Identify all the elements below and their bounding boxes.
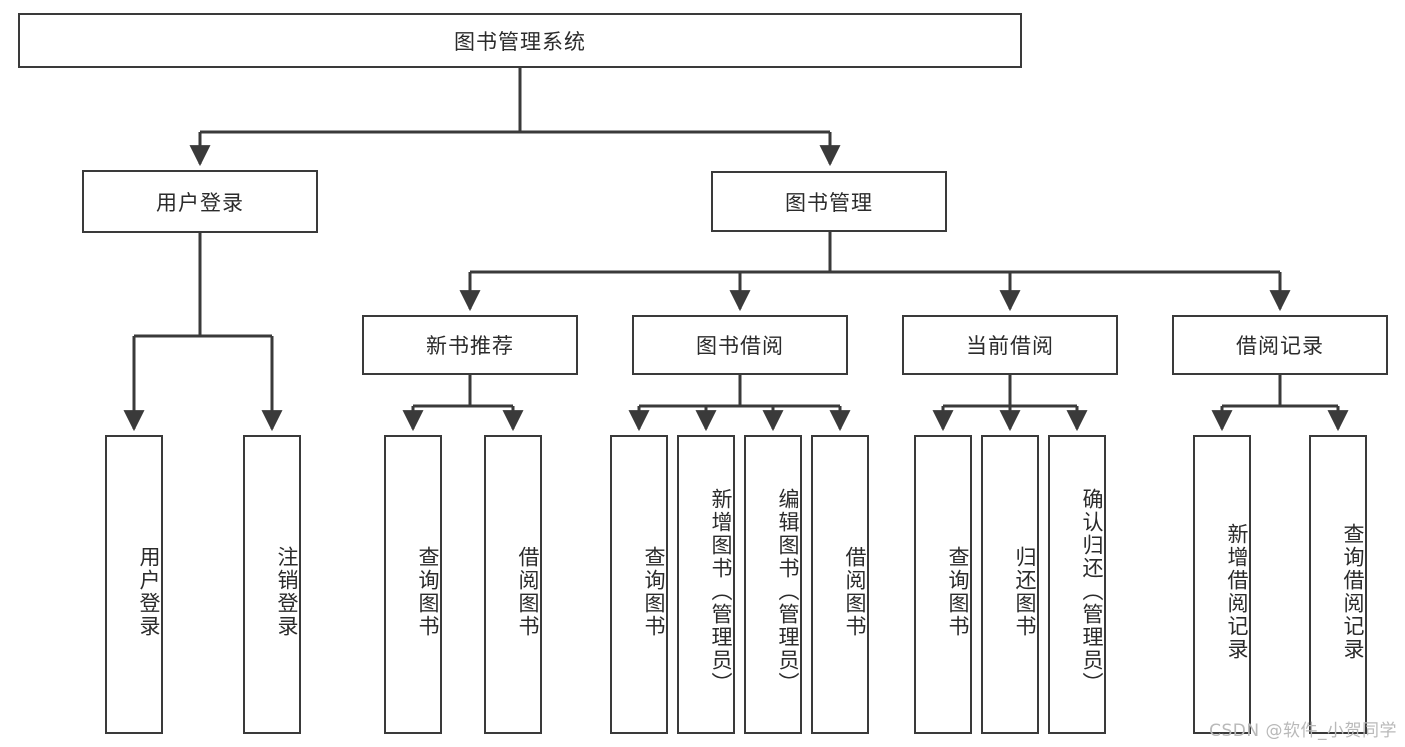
node-label: 新增图书（管理员）	[709, 488, 733, 695]
node-root-system[interactable]: 图书管理系统	[18, 13, 1022, 68]
node-label: 新增借阅记录	[1225, 522, 1249, 661]
node-label: 借阅图书	[843, 545, 867, 638]
node-book-management[interactable]: 图书管理	[711, 171, 947, 232]
leaf-query-book-borrow[interactable]: 查询图书	[610, 435, 668, 734]
node-label: 借阅图书	[516, 545, 540, 638]
node-label: 用户登录	[137, 545, 161, 638]
node-label: 图书管理系统	[454, 29, 586, 54]
leaf-query-borrow-record[interactable]: 查询借阅记录	[1309, 435, 1367, 734]
node-book-borrow[interactable]: 图书借阅	[632, 315, 848, 375]
leaf-add-borrow-record[interactable]: 新增借阅记录	[1193, 435, 1251, 734]
node-new-book-recommend[interactable]: 新书推荐	[362, 315, 578, 375]
node-current-borrow[interactable]: 当前借阅	[902, 315, 1118, 375]
node-label: 当前借阅	[966, 334, 1054, 358]
csdn-watermark: CSDN @软件_小贺同学	[1209, 721, 1397, 741]
node-label: 编辑图书（管理员）	[776, 488, 800, 695]
leaf-borrow-book[interactable]: 借阅图书	[811, 435, 869, 734]
node-label: 图书借阅	[696, 334, 784, 358]
node-label: 图书管理	[785, 190, 873, 215]
leaf-return-book[interactable]: 归还图书	[981, 435, 1039, 734]
leaf-query-book-recommend[interactable]: 查询图书	[384, 435, 442, 734]
leaf-borrow-book-recommend[interactable]: 借阅图书	[484, 435, 542, 734]
node-label: 确认归还（管理员）	[1080, 488, 1104, 695]
node-label: 注销登录	[275, 545, 299, 638]
node-label: 查询图书	[946, 545, 970, 638]
node-label: 查询图书	[416, 545, 440, 638]
node-user-login[interactable]: 用户登录	[82, 170, 318, 233]
node-label: 借阅记录	[1236, 334, 1324, 358]
node-label: 查询借阅记录	[1341, 522, 1365, 661]
leaf-confirm-return-admin[interactable]: 确认归还（管理员）	[1048, 435, 1106, 734]
leaf-user-login[interactable]: 用户登录	[105, 435, 163, 734]
node-label: 归还图书	[1013, 545, 1037, 638]
leaf-add-book-admin[interactable]: 新增图书（管理员）	[677, 435, 735, 734]
node-borrow-record[interactable]: 借阅记录	[1172, 315, 1388, 375]
leaf-query-book-current[interactable]: 查询图书	[914, 435, 972, 734]
leaf-edit-book-admin[interactable]: 编辑图书（管理员）	[744, 435, 802, 734]
node-label: 用户登录	[156, 190, 244, 215]
node-label: 查询图书	[642, 545, 666, 638]
node-label: 新书推荐	[426, 334, 514, 358]
leaf-user-logout[interactable]: 注销登录	[243, 435, 301, 734]
